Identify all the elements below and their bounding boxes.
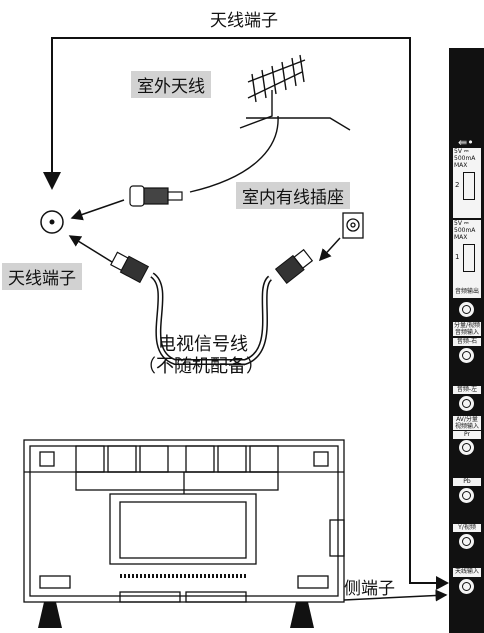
audio-right-label: 音频-右 bbox=[453, 338, 481, 346]
pr-label: Pr bbox=[453, 431, 481, 439]
usb-port-1-number: 1 bbox=[455, 253, 460, 261]
indoor-socket-icon bbox=[342, 212, 364, 239]
arrow-cable-to-port bbox=[68, 235, 113, 263]
tv-back-drawing bbox=[23, 439, 345, 603]
pr-jack[interactable] bbox=[459, 440, 474, 455]
arrow-plug-to-port bbox=[70, 199, 125, 221]
side-port-label: 侧端子 bbox=[344, 579, 395, 599]
audio-left-label: 音频-左 bbox=[453, 386, 481, 394]
antenna-port-jack bbox=[40, 210, 64, 234]
y-video-label: Y/视频 bbox=[453, 524, 481, 532]
antenna-in-label: 天线输入 bbox=[453, 568, 481, 577]
component-av-audio-in-label: 分量/视频 音频输入 bbox=[453, 322, 481, 336]
usb-icon: ⇚• bbox=[458, 136, 474, 149]
antenna-in-jack[interactable] bbox=[459, 579, 474, 594]
audio-left-jack[interactable] bbox=[459, 396, 474, 411]
tv-stand-feet bbox=[38, 602, 314, 628]
audio-right-jack[interactable] bbox=[459, 348, 474, 363]
pb-jack[interactable] bbox=[459, 488, 474, 503]
antenna-plug-icon bbox=[129, 185, 183, 207]
audio-out-label: 音频输出 bbox=[453, 288, 481, 298]
outdoor-antenna-icon bbox=[189, 54, 351, 193]
not-included-note: （不随机配备） bbox=[138, 356, 264, 377]
arrow-to-antenna-input bbox=[436, 576, 449, 590]
side-port-panel: ⇚• 5V ⎓ 500mA MAX 2 5V ⎓ 500mA MAX 1 音频输… bbox=[449, 48, 484, 633]
y-video-jack[interactable] bbox=[459, 534, 474, 549]
outdoor-antenna-label: 室外天线 bbox=[131, 71, 211, 98]
left-antenna-port-label: 天线端子 bbox=[2, 263, 82, 290]
usb-port-1[interactable] bbox=[463, 244, 475, 272]
arrow-socket bbox=[318, 237, 341, 262]
usb-port-2[interactable] bbox=[463, 172, 475, 200]
usb-power-spec-1: 5V ⎓ 500mA MAX bbox=[454, 220, 476, 241]
pb-label: Pb bbox=[453, 478, 481, 486]
audio-out-jack[interactable] bbox=[459, 302, 474, 317]
av-component-video-in-label: AV/分量 视频输入 bbox=[453, 416, 481, 430]
usb-port-2-block: 5V ⎓ 500mA MAX 2 bbox=[453, 148, 481, 218]
usb-power-spec: 5V ⎓ 500mA MAX bbox=[454, 148, 476, 169]
signal-cable-label: 电视信号线 bbox=[158, 334, 248, 355]
signal-cable bbox=[110, 248, 314, 365]
down-arrow-to-port bbox=[43, 172, 61, 190]
usb-port-1-block: 5V ⎓ 500mA MAX 1 bbox=[453, 220, 481, 290]
routing-line-top bbox=[51, 37, 438, 584]
side-port-arrow bbox=[343, 589, 448, 602]
usb-port-2-number: 2 bbox=[455, 181, 460, 189]
indoor-socket-label: 室内有线插座 bbox=[236, 182, 350, 209]
top-antenna-port-label: 天线端子 bbox=[210, 11, 278, 31]
